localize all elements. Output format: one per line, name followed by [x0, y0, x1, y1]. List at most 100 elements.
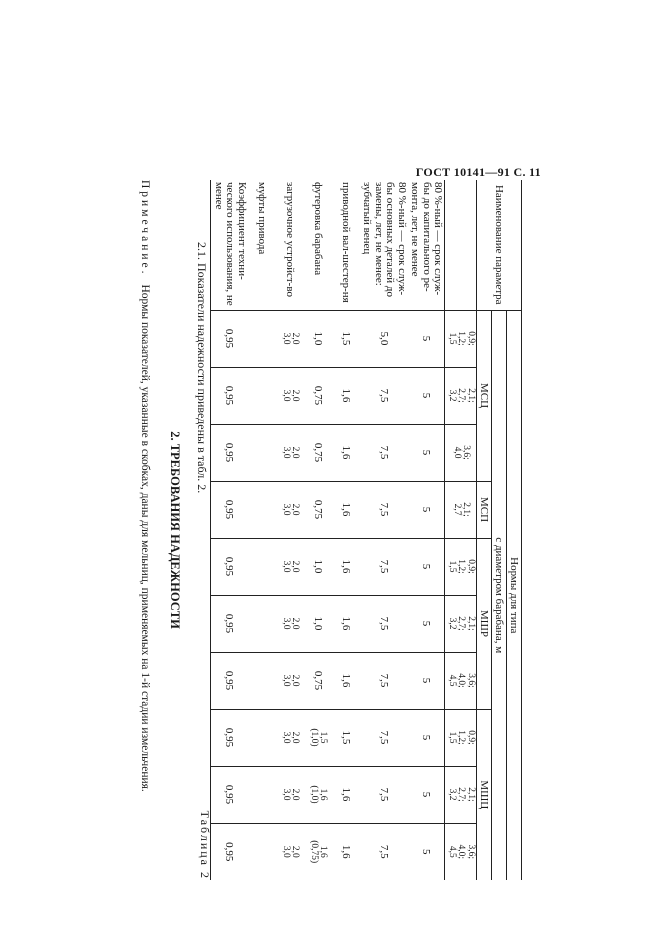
value-cell: 1,6 (0,75) [308, 840, 329, 864]
value-cell: 5 [407, 481, 445, 538]
group-header: МСЦ [476, 310, 492, 481]
value-cell: 0,95 [210, 652, 248, 709]
value-cell: 5 [407, 766, 445, 823]
value-cell: 0,95 [210, 709, 248, 766]
diameter-cell: 0,9; 1,2; 1,5 [445, 310, 477, 367]
diameter-cell: 0,9; 1,2; 1,5 [445, 709, 477, 766]
group-header: МШР [476, 538, 492, 709]
value-cell: 2,0 3,0 [275, 424, 304, 481]
value-cell: 0,95 [210, 823, 248, 880]
value-cell: 5 [407, 367, 445, 424]
value-cell [247, 310, 276, 367]
value-cell: 0,95 [210, 595, 248, 652]
value-cell: 7,5 [359, 538, 408, 595]
value-cell: 7,5 [359, 424, 408, 481]
diameter-header: с диаметром барабана, м [491, 310, 507, 880]
value-cell: 7,5 [359, 652, 408, 709]
value-cell: 5 [407, 709, 445, 766]
value-cell [247, 538, 276, 595]
param-name: муфты привода [247, 180, 276, 310]
param-name: Коэффициент техни-ческого использования,… [210, 180, 248, 310]
value-cell: 0,75 [303, 481, 332, 538]
table-row: 80 %-ный — срок служ-бы основных деталей… [359, 180, 408, 880]
value-cell: 2,0 3,0 [275, 481, 304, 538]
value-cell [247, 595, 276, 652]
param-name: футеровка барабана [303, 180, 332, 310]
note-label: Примечание. [139, 180, 151, 277]
value-cell [247, 766, 276, 823]
value-cell: 1,6 (1,0) [303, 766, 332, 823]
value-cell: 0,95 [210, 424, 248, 481]
table-note: Примечание. Нормы показателей, указанные … [138, 180, 152, 880]
value-cell [248, 823, 276, 880]
value-cell: 1,0 [303, 310, 332, 367]
value-cell: 5 [407, 595, 445, 652]
diameter-cell: 3,6; 4,0; 4,5 [445, 823, 477, 880]
value-cell: 1,6 [331, 595, 360, 652]
diameter-cell: 3,6; 4,0; 4,5 [445, 652, 477, 709]
value-cell: 5 [407, 424, 445, 481]
value-cell: 2,0 3,0 [275, 310, 304, 367]
diameter-cell: 2,1; 2,7 [445, 481, 477, 538]
diameter-cell: 2,1; 2,7; 3,2 [445, 595, 477, 652]
group-header: МСП [476, 481, 492, 538]
value-cell: 1,6 [331, 538, 360, 595]
value-cell: 1,5 (1,0) [303, 709, 332, 766]
param-header: Наименование параметра [476, 180, 522, 310]
table-row: футеровка барабана 1,0 0,75 0,75 0,75 1,… [303, 180, 332, 880]
value-cell [247, 367, 276, 424]
value-cell: 7,5 [359, 595, 408, 652]
value-cell: 2,0 3,0 [280, 845, 301, 858]
diameter-cell: 0,9; 1,2; 1,5 [445, 538, 477, 595]
value-cell: 1,6 [331, 766, 360, 823]
value-cell: 2,0 3,0 [275, 709, 304, 766]
value-cell: 2,0 3,0 [275, 766, 304, 823]
norms-header: Нормы для типа [506, 310, 522, 880]
param-name: 80 %-ный — срок служ-бы до капитального … [407, 180, 445, 310]
value-cell: 0,95 [210, 538, 248, 595]
value-cell: 7,5 [359, 766, 408, 823]
value-cell: 0,95 [210, 310, 248, 367]
note-text: Нормы показателей, указанные в скобках, … [139, 284, 151, 792]
value-cell: 1,6 [331, 652, 360, 709]
value-cell: 5 [407, 652, 445, 709]
value-cell: 1,0 [303, 538, 332, 595]
diameter-cell: 2,1; 2,7; 3,2 [445, 367, 477, 424]
value-cell: 5,0 [359, 310, 408, 367]
value-cell: 7,5 [359, 709, 408, 766]
value-cell: 0,75 [303, 367, 332, 424]
value-cell [247, 709, 276, 766]
reliability-table: Наименование параметра Нормы для типа с … [210, 180, 522, 880]
value-cell [247, 424, 276, 481]
table-row: Коэффициент техни-ческого использования,… [210, 180, 248, 880]
value-cell [247, 481, 276, 538]
value-cell [247, 652, 276, 709]
diameter-cell: 2,1; 2,7; 3,2 [445, 766, 477, 823]
value-cell: 5 [407, 538, 445, 595]
table-row: 80 %-ный — срок служ-бы до капитального … [407, 180, 445, 880]
value-cell: 0,95 [210, 367, 248, 424]
diameter-cell: 3,6; 4,0 [445, 424, 477, 481]
value-cell: 1,6 [331, 481, 360, 538]
value-cell: 7,5 [359, 367, 408, 424]
value-cell: 2,0 3,0 [275, 652, 304, 709]
value-cell: 7,5 [359, 481, 408, 538]
value-cell: 0,75 [303, 424, 332, 481]
rotated-page-content: 2. ТРЕБОВАНИЯ НАДЕЖНОСТИ 2.1. Показатели… [139, 180, 522, 880]
value-cell: 1,0 [303, 595, 332, 652]
value-cell: 1,5 [331, 709, 360, 766]
table-row: муфты привода [247, 180, 276, 880]
diameter-row-spacer [445, 180, 477, 310]
value-cell: 7,5 [377, 844, 390, 859]
value-cell: 2,0 3,0 [275, 595, 304, 652]
value-cell: 1,6 [331, 424, 360, 481]
param-name: загрузочное устройст-во [275, 180, 304, 310]
value-cell: 1,6 [339, 844, 352, 859]
value-cell: 5 [420, 849, 433, 855]
param-name: 80 %-ный — срок служ-бы основных деталей… [359, 180, 408, 310]
value-cell: 0,95 [210, 481, 248, 538]
value-cell: 1,6 [331, 367, 360, 424]
intro-paragraph: 2.1. Показатели надежности приведены в т… [195, 242, 209, 494]
value-cell: 1,5 [331, 310, 360, 367]
gost-page-header: ГОСТ 10141—91 С. 11 [415, 165, 541, 179]
